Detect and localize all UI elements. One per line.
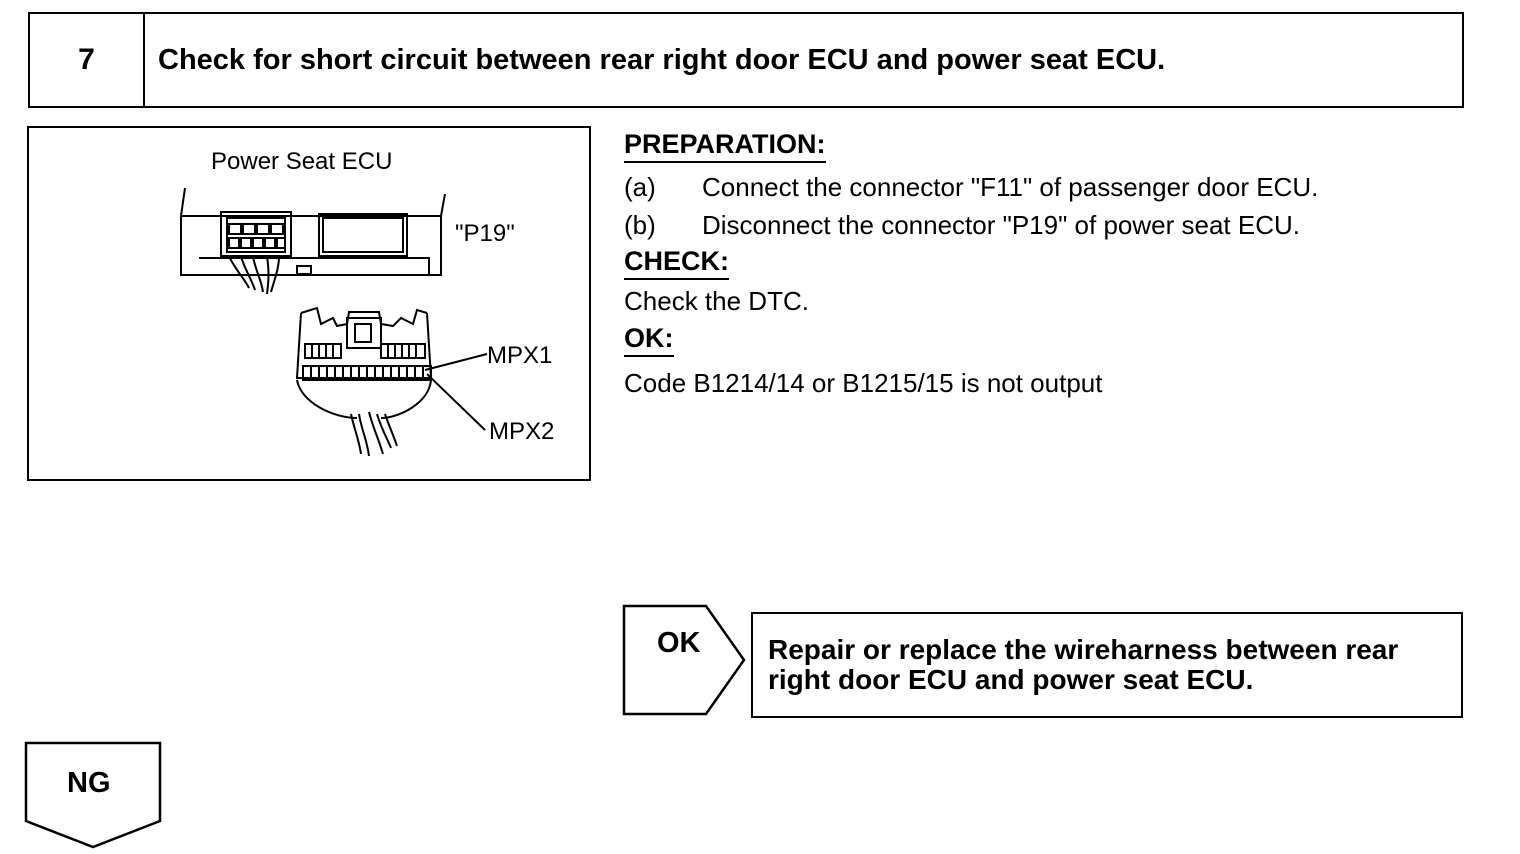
check-text: Check the DTC. xyxy=(624,286,809,316)
preparation-item-a-marker: (a) xyxy=(624,172,656,202)
step-header: 7 Check for short circuit between rear r… xyxy=(28,12,1464,108)
mpx1-label: MPX1 xyxy=(487,342,553,369)
ng-result-label: NG xyxy=(67,767,111,799)
ok-action-line-2: right door ECU and power seat ECU. xyxy=(768,664,1254,695)
preparation-item-a-text: Connect the connector "F11" of passenger… xyxy=(702,172,1319,202)
ok-criteria-text: Code B1214/14 or B1215/15 is not output xyxy=(624,368,1103,398)
step-number: 7 xyxy=(30,14,145,106)
step-title: Check for short circuit between rear rig… xyxy=(158,44,1166,76)
preparation-item-b-marker: (b) xyxy=(624,210,656,240)
connector-figure: Power Seat ECU "P19" MPX1 MPX2 xyxy=(27,126,591,481)
ng-arrow-shape xyxy=(24,741,162,849)
preparation-heading: PREPARATION: xyxy=(624,129,826,163)
ok-heading: OK: xyxy=(624,323,674,357)
check-heading: CHECK: xyxy=(624,246,729,280)
ok-result-label: OK xyxy=(657,627,701,659)
figure-title: Power Seat ECU xyxy=(211,148,393,175)
preparation-item-b-text: Disconnect the connector "P19" of power … xyxy=(702,210,1300,240)
connector-label: "P19" xyxy=(455,220,515,247)
power-seat-ecu-diagram xyxy=(180,187,488,457)
ok-action-line-1: Repair or replace the wireharness betwee… xyxy=(768,634,1399,665)
mpx2-label: MPX2 xyxy=(489,418,555,445)
ok-action-box: Repair or replace the wireharness betwee… xyxy=(751,612,1463,718)
ok-arrow-shape xyxy=(622,604,746,716)
